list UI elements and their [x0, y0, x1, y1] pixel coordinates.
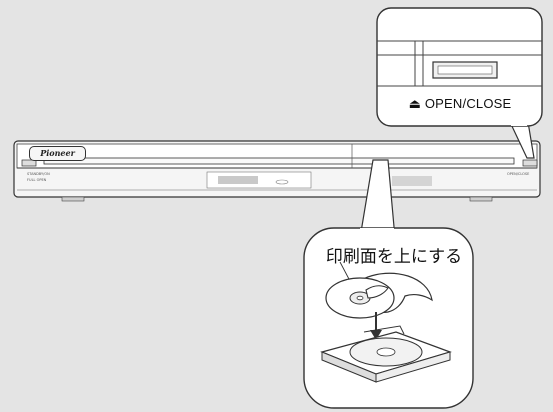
brand-logo: Pioneer [29, 146, 86, 161]
disc-caption: 印刷面を上にする [319, 242, 469, 267]
panel-label-open-close: OPEN/CLOSE [507, 172, 529, 176]
open-close-zoom-callout [377, 8, 542, 158]
recorder-device: STANDBY/ON FULL OPEN OPEN/CLOSE [14, 141, 540, 201]
open-close-text: OPEN/CLOSE [425, 96, 512, 111]
panel-label-full-open: FULL OPEN [27, 178, 47, 182]
eject-icon: ⏏ [409, 96, 421, 111]
open-close-label: ⏏ OPEN/CLOSE [395, 96, 525, 112]
panel-label-standby: STANDBY/ON [27, 172, 50, 176]
